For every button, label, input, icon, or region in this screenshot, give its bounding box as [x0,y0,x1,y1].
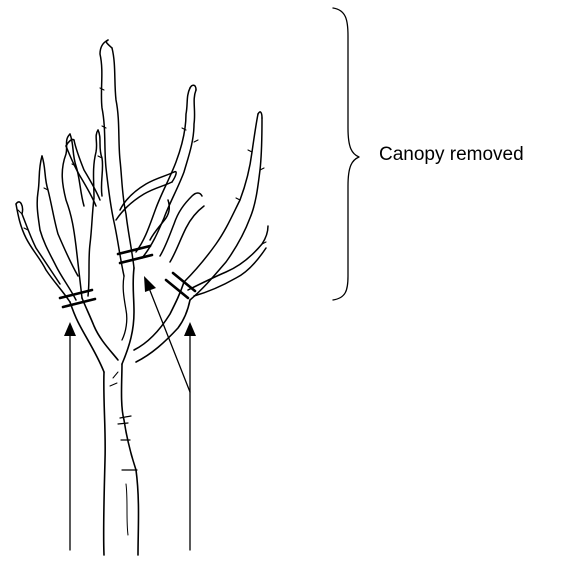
tree-trunk [104,364,139,555]
canopy-removed-label: Canopy removed [379,144,524,166]
canopy-branches [16,40,268,302]
canopy-brace [333,8,359,300]
arrowhead-right [184,322,196,336]
cut-mark-center [118,246,152,263]
cut-mark-left [60,290,95,307]
arrowhead-left [64,322,76,336]
arrow-diagonal [149,288,190,392]
cut-mark-right [166,273,195,298]
arrowhead-diagonal [144,276,156,292]
